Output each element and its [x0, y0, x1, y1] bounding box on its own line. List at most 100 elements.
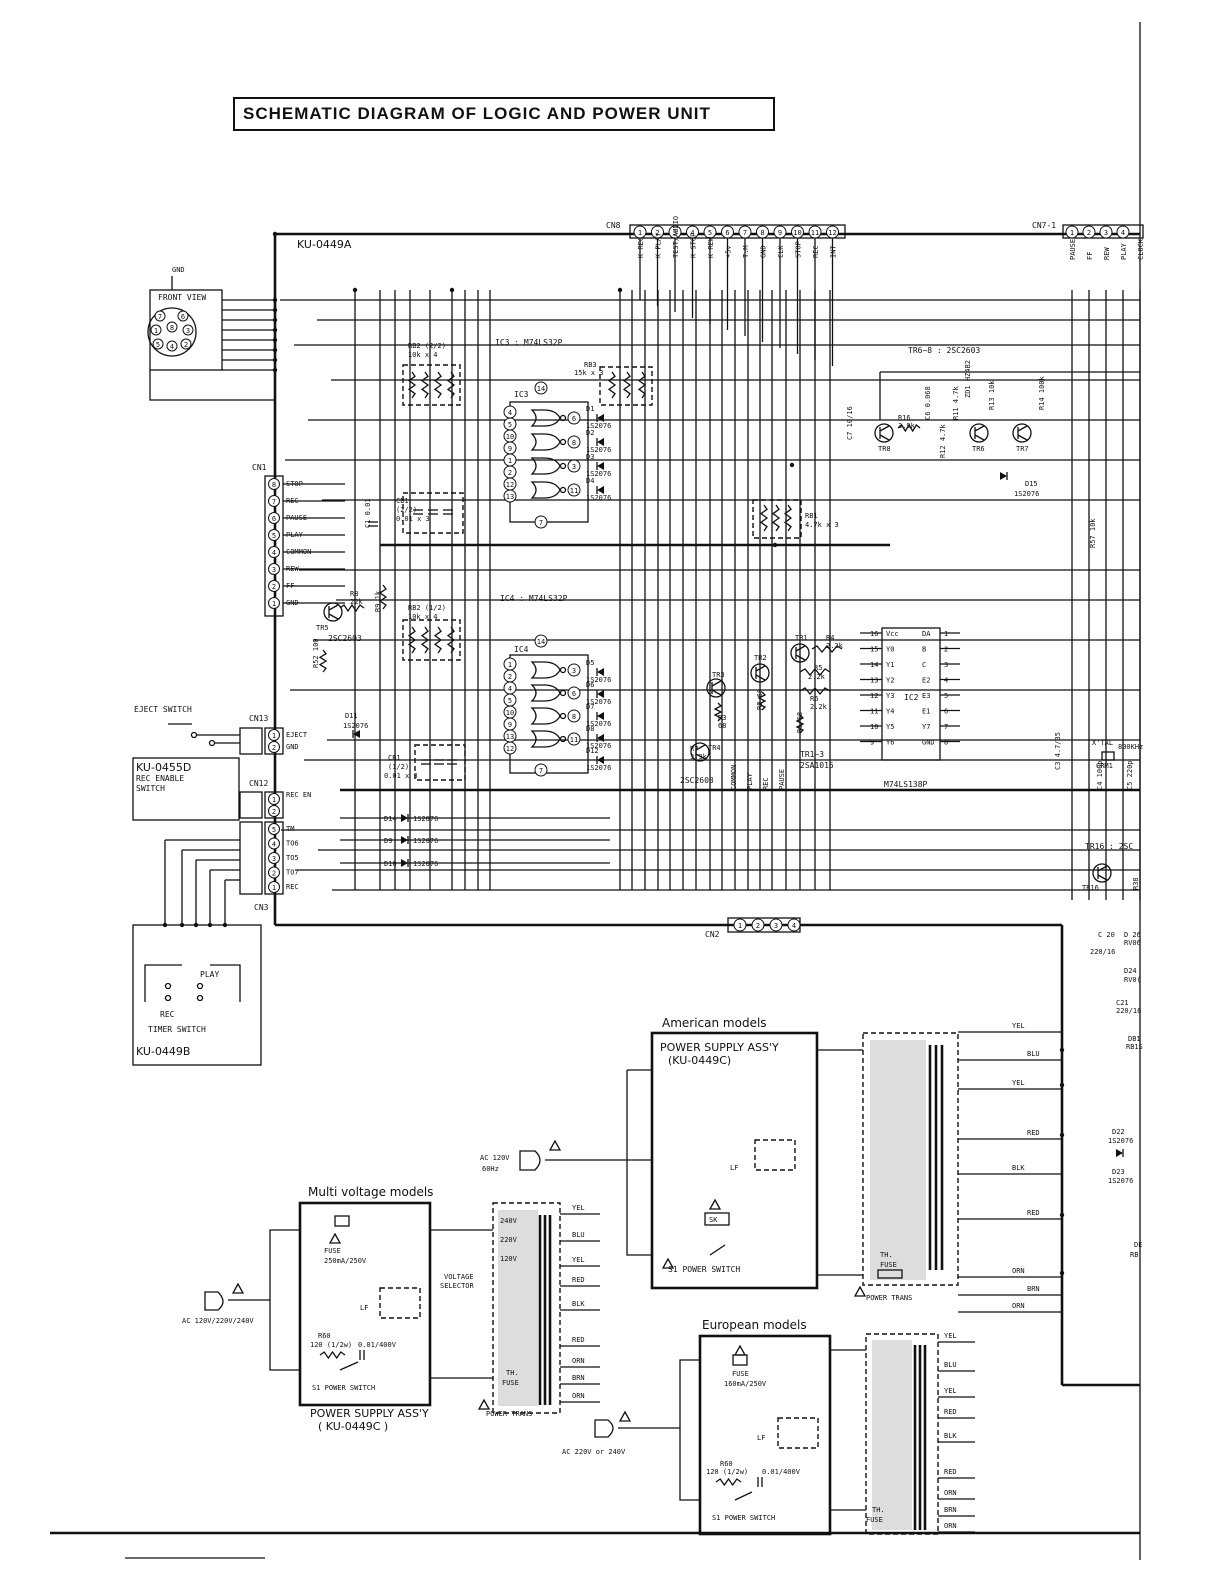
cb1b-label: CB1 — [388, 754, 401, 762]
ic2-pin-name: DA — [922, 630, 931, 638]
cn1-signal-label: COMMON — [286, 548, 311, 556]
european-assy-box — [698, 1334, 832, 1536]
timer-board-label: KU-0449B — [136, 1045, 190, 1058]
r16-value: 3.9k — [898, 422, 916, 430]
xtal-label: X'TAL — [1092, 739, 1113, 747]
cn1-signal-label: PAUSE — [286, 514, 307, 522]
american-sk-box — [704, 1212, 730, 1226]
cn7-pin — [1099, 225, 1113, 239]
multi-wire-color: BLK — [572, 1300, 585, 1308]
pin-number: 4 — [272, 549, 276, 557]
multi-lf-label: LF — [360, 1304, 368, 1312]
gate-bubble — [559, 462, 567, 470]
american-wire-color: ORN — [1012, 1302, 1025, 1310]
multi-fuse-rating: 250mA/250V — [324, 1257, 367, 1265]
cn2-pin — [769, 918, 783, 932]
cn3-header — [264, 821, 284, 895]
pin-number: 12 — [506, 745, 514, 753]
american-lf-label: LF — [730, 1164, 738, 1172]
warning-triangle-icon — [618, 1410, 632, 1422]
cn7-label: CN7-1 — [1032, 221, 1056, 230]
pin-number: 4 — [792, 922, 796, 930]
european-r60-name: R60 — [720, 1460, 733, 1468]
multi-th: TH. — [506, 1369, 519, 1377]
din-pin — [150, 324, 162, 336]
d15-name: D15 — [1025, 480, 1038, 488]
diode-type: 1S2076 — [586, 742, 611, 750]
pin-circle — [268, 793, 280, 805]
rec-enable-label: REC ENABLE — [136, 774, 184, 783]
resistor-symbol — [713, 702, 723, 722]
multi-core — [498, 1210, 538, 1406]
pin-number: 5 — [272, 826, 276, 834]
resistor-symbol — [319, 1350, 346, 1360]
ic2-pin-name: Y7 — [922, 723, 930, 731]
ac-plug — [594, 1419, 614, 1438]
diode-name: D6 — [586, 681, 594, 689]
cb1a-label: CB1 — [396, 497, 409, 505]
junction-dot — [1059, 1132, 1065, 1138]
resistor-symbol — [407, 371, 417, 399]
junction-dot — [617, 287, 623, 293]
din-pin — [166, 321, 178, 333]
rec-enable-switch-label: SWITCH — [136, 784, 165, 793]
junction-dot — [193, 922, 199, 928]
junction-dot — [207, 922, 213, 928]
tr4-name: TR4 — [708, 744, 721, 752]
ic2-pin-name: Y5 — [886, 723, 894, 731]
cn8-signal-label: INT — [830, 245, 838, 258]
junction-dot — [272, 357, 278, 363]
pin-number: 7 — [272, 498, 276, 506]
r11-label: R11 4.7k — [952, 385, 960, 420]
junction-dot — [1059, 1047, 1065, 1053]
rb3-label: RB3 — [584, 361, 597, 369]
european-fuse-rating: 160mA/250V — [724, 1380, 767, 1388]
transistor-emitter — [755, 674, 766, 681]
diode-name: D2 — [586, 429, 594, 437]
ic3-gate — [530, 409, 561, 427]
junction-dot — [222, 922, 228, 928]
ic3-label: IC3 : M74LS32P — [495, 338, 563, 347]
multi-fuse: FUSE — [502, 1379, 519, 1387]
din-pin — [177, 310, 189, 322]
cn12-signal-label: REC EN — [286, 791, 311, 799]
cb1a-value: 0.01 x 3 — [396, 515, 430, 523]
ic3-output-pin — [567, 459, 581, 473]
multi-r60-value: 120 (1/2w) — [310, 1341, 352, 1349]
r4-name: R4 — [826, 634, 834, 642]
pin-number: 3 — [1104, 229, 1108, 237]
junction-dot — [1059, 1082, 1065, 1088]
resistor-symbol — [811, 644, 843, 654]
diode-symbol — [597, 690, 604, 698]
european-wire-color: BLK — [944, 1432, 957, 1440]
ic2-pin-left: 12 — [870, 692, 878, 700]
multi-r60-name: R60 — [318, 1332, 331, 1340]
pin-number: 7 — [743, 229, 747, 237]
european-fuse-label: FUSE — [732, 1370, 749, 1378]
d24-name: D24 — [1124, 967, 1137, 975]
junction-dot — [272, 297, 278, 303]
db1-type: RB1S — [1126, 1043, 1143, 1051]
american-ac-frequency: 60Hz — [482, 1165, 499, 1173]
cb1a-box — [402, 492, 464, 534]
american-wire-color: RED — [1027, 1129, 1040, 1137]
pin-number: 3 — [673, 229, 677, 237]
rb1-box — [752, 499, 802, 539]
din-pin-number: 1 — [154, 327, 158, 335]
eject-switch-label: EJECT SWITCH — [134, 705, 192, 714]
resistor-symbol — [446, 371, 456, 399]
pin-circle — [268, 580, 280, 592]
ic2-pin-right: 5 — [944, 692, 948, 700]
pin-circle — [268, 495, 280, 507]
european-heading: European models — [702, 1318, 807, 1332]
pin-circle — [268, 881, 280, 893]
multi-tap-label: 220V — [500, 1236, 518, 1244]
d22-name: D22 — [1112, 1128, 1125, 1136]
rb2a-box — [402, 364, 461, 406]
timer-switch-label: TIMER SWITCH — [148, 1025, 206, 1034]
crystal-symbol — [1101, 751, 1115, 761]
cn8-pin — [721, 225, 734, 239]
junction-dot — [449, 287, 455, 293]
cn8-signal-label: STOP — [795, 241, 803, 258]
diode-name: D4 — [586, 477, 594, 485]
